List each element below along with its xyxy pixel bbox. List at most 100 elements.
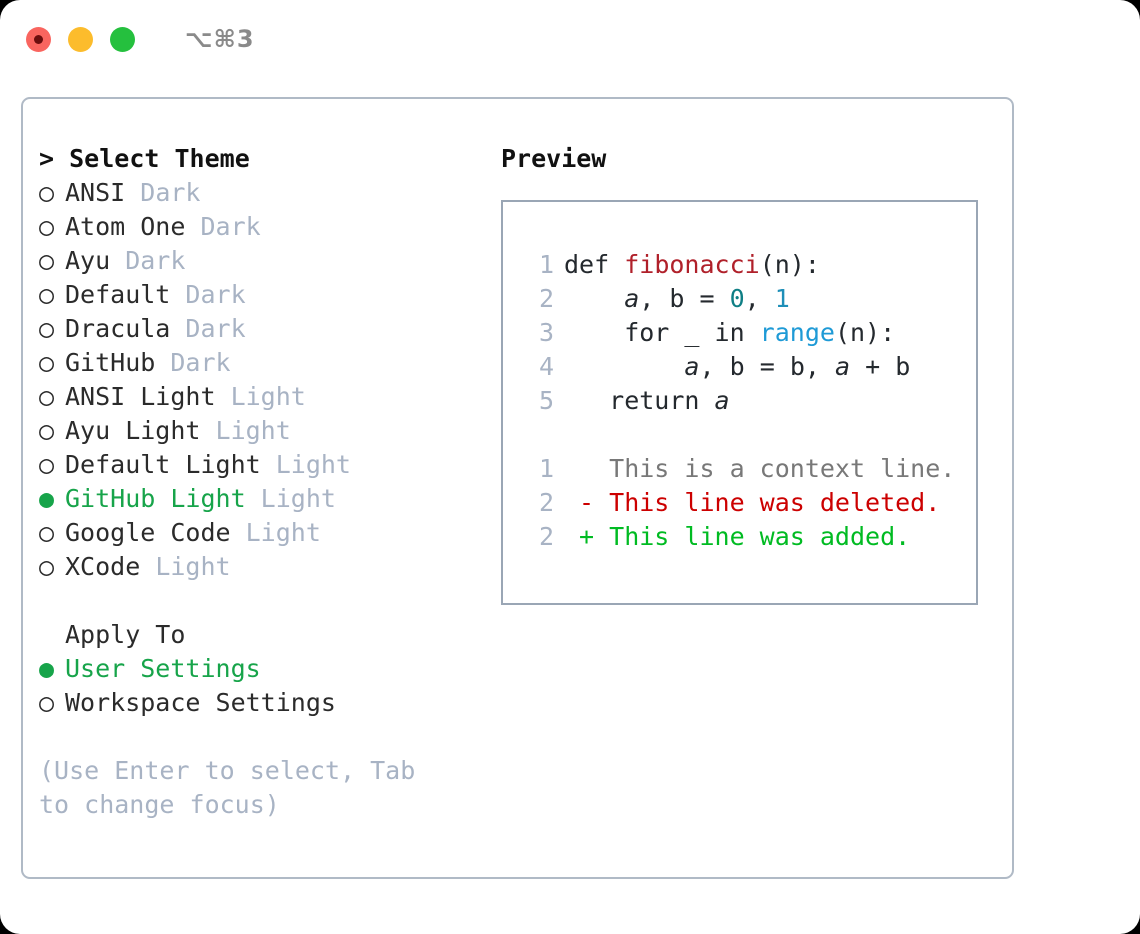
diff-line: 2 + This line was added.: [503, 520, 976, 554]
keyboard-shortcut-label: ⌥⌘3: [185, 25, 255, 53]
theme-variant-tag: Light: [230, 518, 321, 547]
radio-unselected-icon: ○: [39, 450, 55, 479]
theme-list-item[interactable]: ○Dracula Dark: [39, 312, 499, 346]
radio-unselected-icon: ○: [39, 246, 55, 275]
line-number: 5: [538, 386, 554, 415]
theme-variant-tag: Light: [245, 484, 336, 513]
line-number: 2: [538, 522, 554, 551]
theme-list-item[interactable]: ○ ANSI Light Light: [39, 380, 499, 414]
line-number: 1: [538, 250, 554, 279]
theme-list-item[interactable]: ○GitHub Dark: [39, 346, 499, 380]
close-window-icon[interactable]: [26, 26, 51, 52]
code-token: =: [684, 284, 730, 313]
theme-variant-tag: Light: [260, 450, 351, 479]
theme-variant-tag: Dark: [185, 212, 261, 241]
radio-selected-icon: ●: [39, 654, 55, 683]
line-number: 4: [538, 352, 554, 381]
theme-name-label: GitHub Light: [65, 484, 246, 513]
code-token: def: [564, 250, 625, 279]
theme-list-item[interactable]: ○Default Dark: [39, 278, 499, 312]
theme-name-label: Default: [65, 280, 171, 309]
code-token: b: [789, 352, 805, 381]
theme-list-item[interactable]: ○ Atom One Dark: [39, 210, 499, 244]
theme-list-item[interactable]: ○ XCode Light: [39, 550, 499, 584]
code-token: a: [624, 284, 640, 313]
code-token: for _ in: [564, 318, 760, 347]
radio-unselected-icon: ○: [39, 552, 55, 581]
radio-unselected-icon: ○: [39, 178, 55, 207]
theme-list-item[interactable]: ○ Google Code Light: [39, 516, 499, 550]
radio-unselected-icon: ○: [39, 416, 55, 445]
line-number: 3: [538, 318, 554, 347]
code-token: fibonacci: [624, 250, 760, 279]
theme-list-item[interactable]: ○ ANSI Dark: [39, 176, 499, 210]
traffic-light-buttons: [26, 26, 135, 52]
theme-list-item[interactable]: ○Ayu Light Light: [39, 414, 499, 448]
radio-unselected-icon: ○: [39, 314, 55, 343]
title-bar: ⌥⌘3: [0, 0, 1140, 78]
apply-to-header: Apply To: [65, 620, 186, 649]
theme-variant-tag: Dark: [110, 246, 186, 275]
select-theme-title: Select Theme: [69, 144, 250, 173]
diff-line: 1 This is a context line.: [503, 452, 976, 486]
code-token: a: [834, 352, 851, 381]
radio-unselected-icon: ○: [39, 688, 55, 717]
radio-unselected-icon: ○: [39, 518, 55, 547]
apply-to-option[interactable]: ○ Workspace Settings: [39, 686, 499, 720]
theme-variant-tag: Light: [215, 382, 306, 411]
code-token: [564, 284, 624, 313]
theme-name-label: GitHub: [65, 348, 156, 377]
theme-name-label: ANSI Light: [65, 382, 216, 411]
line-number: 1: [538, 454, 554, 483]
code-line: 3 for _ in range(n):: [503, 316, 976, 350]
code-token: [564, 352, 684, 381]
code-token: ,: [699, 352, 730, 381]
theme-variant-tag: Dark: [170, 280, 246, 309]
prompt-caret-icon: >: [39, 144, 55, 173]
theme-list-item[interactable]: ○ Default Light Light: [39, 448, 499, 482]
radio-unselected-icon: ○: [39, 212, 55, 241]
code-line: 5 return a: [503, 384, 976, 418]
code-token: b: [729, 352, 745, 381]
theme-name-label: ANSI: [65, 178, 126, 207]
theme-name-label: Google Code: [65, 518, 231, 547]
apply-to-option[interactable]: ●User Settings: [39, 652, 499, 686]
radio-unselected-icon: ○: [39, 382, 55, 411]
theme-picker-panel: > Select Theme ○ANSI Dark○Atom One Dark○…: [21, 97, 1014, 879]
theme-name-label: Default Light: [65, 450, 261, 479]
code-token: ,: [804, 352, 835, 381]
diff-text: + This line was added.: [564, 522, 911, 551]
keyboard-hint-text: (Use Enter to select, Tab to change focu…: [39, 756, 416, 819]
theme-list-item[interactable]: ○Ayu Dark: [39, 244, 499, 278]
minimize-window-icon[interactable]: [68, 26, 93, 52]
radio-selected-icon: ●: [39, 484, 55, 513]
line-number: 2: [538, 284, 554, 313]
diff-line: 2 - This line was deleted.: [503, 486, 976, 520]
code-token: return: [564, 386, 715, 415]
code-token: (n):: [834, 318, 896, 347]
code-token: b: [895, 352, 911, 381]
theme-name-label: Atom One: [65, 212, 186, 241]
maximize-window-icon[interactable]: [110, 26, 135, 52]
code-token: ,: [744, 284, 775, 313]
code-line: 4 a, b = b, a + b: [503, 350, 976, 384]
diff-spacer: [503, 418, 976, 452]
apply-to-label: Workspace Settings: [65, 688, 336, 717]
code-token: a: [684, 352, 700, 381]
code-token: +: [850, 352, 896, 381]
code-token: 0: [729, 284, 745, 313]
apply-to-list: ●User Settings○ Workspace Settings: [39, 652, 499, 720]
code-token: range: [759, 318, 835, 347]
diff-sample: 1 This is a context line.2 - This line w…: [503, 452, 976, 554]
theme-list-item[interactable]: ● GitHub Light Light: [39, 482, 499, 516]
theme-variant-tag: Light: [140, 552, 231, 581]
theme-name-label: Dracula: [65, 314, 171, 343]
code-line: 2 a, b = 0, 1: [503, 282, 976, 316]
theme-variant-tag: Dark: [125, 178, 201, 207]
theme-name-label: XCode: [65, 552, 141, 581]
